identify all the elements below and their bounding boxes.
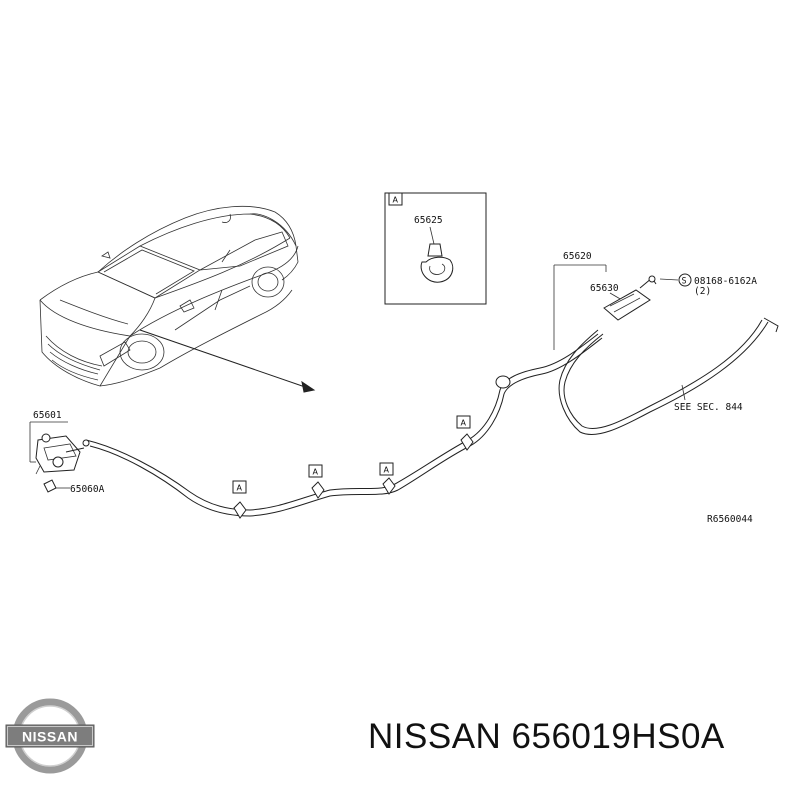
bracket-65630-part	[603, 275, 657, 321]
diagram-code: R6560044	[707, 514, 753, 525]
hood-lock-part	[35, 433, 85, 475]
part-number-caption: NISSAN 656019HS0A	[368, 717, 725, 756]
clip-part	[420, 243, 454, 283]
cable-clip-1-ref: A	[237, 484, 243, 493]
label-65625: 65625	[414, 215, 443, 226]
cable-clip-4-ref: A	[461, 419, 467, 428]
label-65620: 65620	[563, 251, 592, 262]
clip-detail-box: A 65625	[384, 192, 487, 305]
cable-clip-1: A	[232, 480, 247, 519]
cable-clip-2-ref: A	[313, 468, 319, 477]
hood-release-hose	[558, 317, 779, 436]
label-see-sec: SEE SEC. 844	[674, 402, 743, 413]
cable-clip-2: A	[308, 464, 325, 499]
label-65060A: 65060A	[70, 484, 105, 495]
cable-clip-3: A	[379, 462, 396, 495]
cable-grommet	[495, 375, 511, 389]
nissan-logo: NISSAN	[5, 698, 95, 774]
cable-clip-4: A	[456, 415, 474, 451]
label-bolt: 08168-6162A	[694, 276, 757, 287]
label-65601-leader	[29, 421, 68, 463]
label-65630: 65630	[590, 283, 619, 294]
bolt-symbol: S	[682, 277, 687, 287]
label-65601: 65601	[33, 410, 62, 421]
pointer-arrow	[139, 329, 316, 393]
logo-wordmark: NISSAN	[22, 729, 78, 745]
label-65620-leader	[553, 264, 607, 350]
car-illustration	[39, 205, 299, 387]
label-bolt-qty: (2)	[694, 286, 711, 297]
detail-ref-letter: A	[393, 196, 399, 205]
bolt-callout: S 08168-6162A (2)	[659, 273, 757, 297]
cable-clip-3-ref: A	[384, 466, 390, 475]
lock-bolt-part	[43, 479, 70, 493]
